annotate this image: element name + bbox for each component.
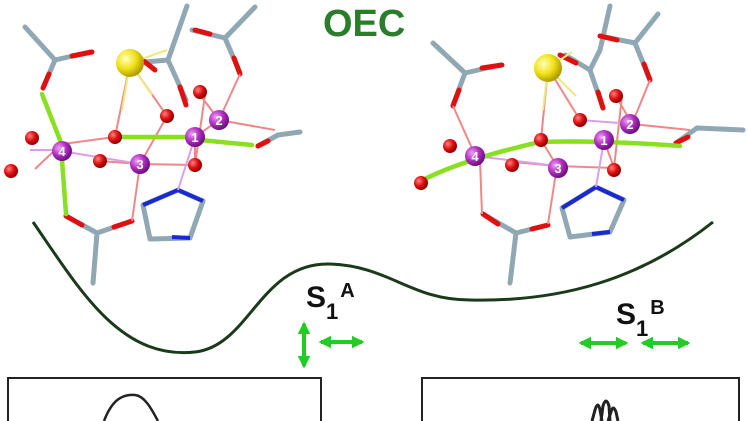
left-highlight-bonds <box>39 91 255 217</box>
left-manganese-atoms: 1 2 3 4 <box>52 110 229 174</box>
left-spectrum-panel <box>7 377 322 421</box>
figure-title: OEC <box>323 3 406 45</box>
svg-text:3: 3 <box>554 161 561 176</box>
svg-text:1: 1 <box>600 133 607 148</box>
broad-peak-trace <box>102 393 160 421</box>
multi-peak-trace <box>590 399 620 421</box>
state-label-s1a: S1A <box>306 280 355 324</box>
svg-text:2: 2 <box>626 117 633 132</box>
state-subscript: 1 <box>636 316 649 341</box>
state-superscript: A <box>340 280 355 302</box>
state-base: S <box>616 298 637 331</box>
right-calcium-atom <box>534 54 562 82</box>
svg-text:4: 4 <box>471 149 479 164</box>
right-manganese-atoms: 1 2 3 4 <box>465 114 640 178</box>
left-oxygen-atoms <box>4 85 207 178</box>
svg-text:3: 3 <box>136 157 143 172</box>
state-subscript: 1 <box>326 299 339 324</box>
svg-text:4: 4 <box>58 144 66 159</box>
energy-curve <box>31 220 714 355</box>
s1a-vibration-arrows <box>297 321 365 369</box>
right-spectrum-panel <box>421 377 740 421</box>
right-oec-cluster: 1 2 3 4 <box>414 3 746 286</box>
left-calcium-atom <box>116 49 144 77</box>
state-superscript: B <box>650 297 665 319</box>
svg-text:1: 1 <box>191 130 198 145</box>
left-oxygen-sticks <box>40 27 271 230</box>
left-oec-cluster: 1 2 3 4 <box>4 3 303 286</box>
state-label-s1b: S1B <box>616 297 665 341</box>
svg-text:2: 2 <box>215 113 222 128</box>
right-highlight-bond <box>416 139 683 185</box>
state-base: S <box>306 281 327 314</box>
